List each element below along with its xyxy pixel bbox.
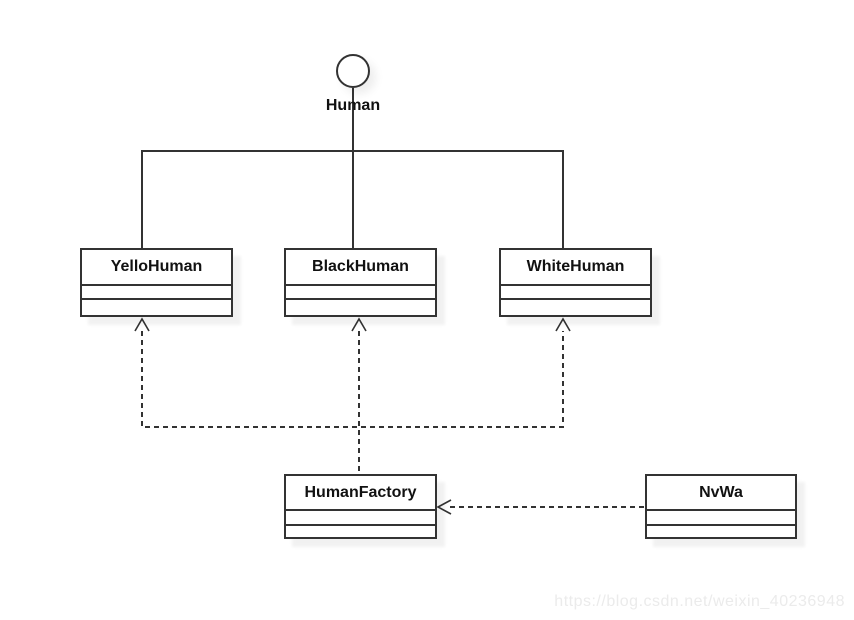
class-blackhuman-attributes-compartment xyxy=(286,286,435,300)
class-yellohuman-methods-compartment xyxy=(82,300,231,315)
class-whitehuman-name: WhiteHuman xyxy=(501,250,650,286)
class-humanfactory-attributes-compartment xyxy=(286,511,435,526)
class-humanfactory-methods-compartment xyxy=(286,526,435,537)
class-whitehuman-attributes-compartment xyxy=(501,286,650,300)
class-nvwa: NvWa xyxy=(645,474,797,539)
realization-line-branches xyxy=(141,150,564,250)
dependency-arrowheads xyxy=(134,317,571,515)
arrowhead-yellohuman xyxy=(134,317,150,332)
class-nvwa-attributes-compartment xyxy=(647,511,795,526)
class-nvwa-methods-compartment xyxy=(647,526,795,537)
class-humanfactory: HumanFactory xyxy=(284,474,437,539)
class-whitehuman-methods-compartment xyxy=(501,300,650,315)
class-humanfactory-name: HumanFactory xyxy=(286,476,435,511)
csdn-watermark: https://blog.csdn.net/weixin_40236948 xyxy=(554,593,845,610)
class-blackhuman-name: BlackHuman xyxy=(286,250,435,286)
dependency-edges xyxy=(141,331,645,508)
dependency-line-factory-to-sides xyxy=(141,331,564,428)
class-yellohuman-attributes-compartment xyxy=(82,286,231,300)
interface-label: Human xyxy=(325,97,381,114)
class-whitehuman: WhiteHuman xyxy=(499,248,652,317)
realization-tree xyxy=(141,88,564,250)
class-nvwa-name: NvWa xyxy=(647,476,795,511)
class-yellohuman-name: YelloHuman xyxy=(82,250,231,286)
class-blackhuman: BlackHuman xyxy=(284,248,437,317)
interface-lollipop-icon xyxy=(336,54,370,88)
arrowhead-blackhuman xyxy=(351,317,367,332)
class-yellohuman: YelloHuman xyxy=(80,248,233,317)
arrowhead-humanfactory xyxy=(436,499,452,515)
class-blackhuman-methods-compartment xyxy=(286,300,435,315)
arrowhead-whitehuman xyxy=(555,317,571,332)
